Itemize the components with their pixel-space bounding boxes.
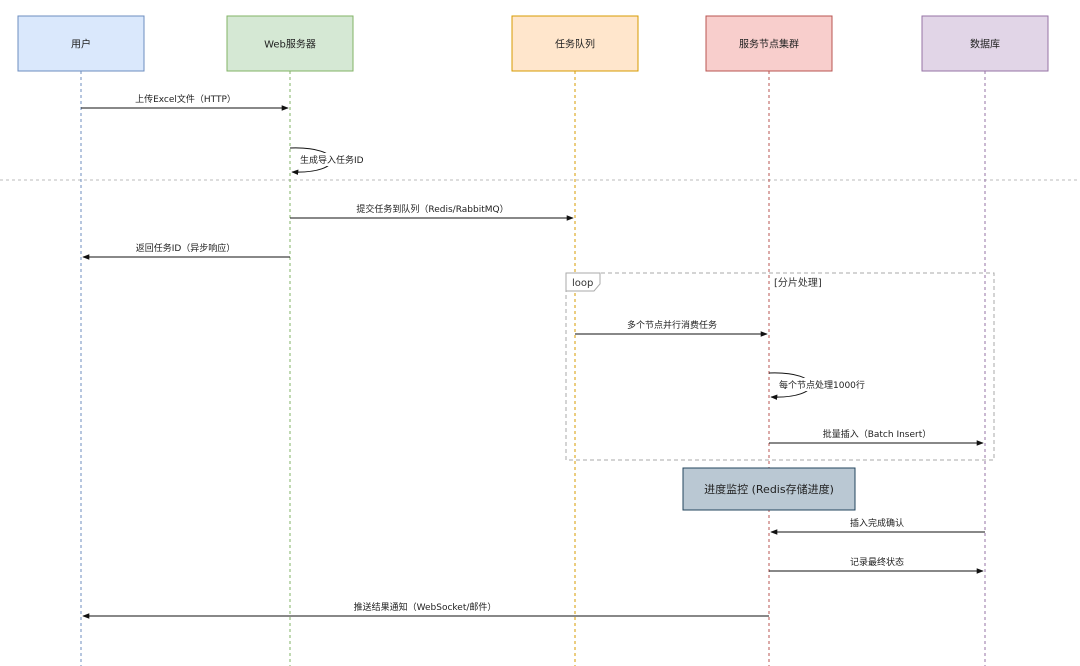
participant-web: Web服务器	[226, 15, 354, 72]
message-label: 记录最终状态	[850, 556, 904, 568]
message-3: 提交任务到队列（Redis/RabbitMQ）	[290, 203, 574, 221]
message-6: 每个节点处理1000行	[768, 372, 867, 401]
message-label: 返回任务ID（异步响应）	[136, 242, 236, 254]
message-label: 生成导入任务ID	[300, 154, 364, 166]
message-2: 生成导入任务ID	[289, 147, 366, 176]
participant-db: 数据库	[921, 15, 1049, 72]
message-label: 提交任务到队列（Redis/RabbitMQ）	[356, 203, 508, 215]
message-label: 多个节点并行消费任务	[627, 319, 717, 331]
message-9: 记录最终状态	[769, 556, 984, 574]
participant-label: 任务队列	[555, 38, 595, 51]
message-label: 批量插入（Batch Insert）	[823, 428, 932, 440]
participant-cluster: 服务节点集群	[705, 15, 833, 72]
message-label: 推送结果通知（WebSocket/邮件）	[354, 601, 497, 613]
loop-condition: [分片处理]	[774, 276, 822, 289]
message-5: 多个节点并行消费任务	[575, 319, 768, 337]
message-7: 批量插入（Batch Insert）	[769, 428, 984, 446]
participant-label: 数据库	[970, 38, 1000, 51]
message-1: 上传Excel文件（HTTP）	[81, 93, 289, 111]
progress-monitor-label: 进度监控 (Redis存储进度)	[704, 482, 834, 496]
participant-label: 用户	[71, 38, 91, 51]
progress-monitor-note: 进度监控 (Redis存储进度)	[682, 467, 856, 511]
participant-label: 服务节点集群	[739, 38, 799, 51]
loop-frame: loop [分片处理]	[565, 272, 995, 461]
participant-user: 用户	[17, 15, 145, 72]
message-4: 返回任务ID（异步响应）	[82, 242, 290, 260]
message-label: 插入完成确认	[850, 517, 904, 529]
message-label: 上传Excel文件（HTTP）	[135, 93, 236, 105]
message-10: 推送结果通知（WebSocket/邮件）	[82, 601, 769, 619]
participant-queue: 任务队列	[511, 15, 639, 72]
participant-label: Web服务器	[264, 38, 316, 51]
message-label: 每个节点处理1000行	[779, 379, 865, 391]
loop-keyword: loop	[572, 278, 593, 289]
message-8: 插入完成确认	[770, 517, 985, 535]
